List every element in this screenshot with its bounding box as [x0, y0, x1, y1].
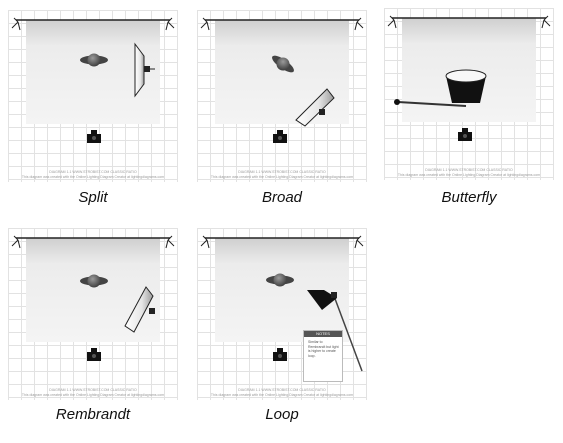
stand-right — [165, 17, 175, 31]
boom-arm — [394, 99, 467, 107]
stand-right — [354, 235, 364, 249]
softbox — [134, 42, 155, 98]
diagram-footer-line2: This diagram was created with the Online… — [21, 175, 165, 179]
caption-broad: Broad — [261, 189, 303, 206]
notes-card: NOTES Similar to Rembrandt but light is … — [303, 330, 343, 382]
caption-rembrandt: Rembrandt — [55, 406, 131, 423]
boom-softbox — [307, 290, 363, 372]
subject-head — [80, 53, 108, 67]
diagram-loop: NOTES Similar to Rembrandt but light is … — [197, 228, 367, 400]
diagram-butterfly: DIAGRAM 1.1 WWW.STROBIST.COM CLASSIC RAT… — [384, 8, 554, 180]
diagram-footer-line2: This diagram was created with the Online… — [397, 173, 541, 177]
softbox — [295, 88, 335, 127]
subject-head — [80, 274, 108, 288]
camera-icon — [458, 128, 472, 141]
stand-left — [200, 235, 210, 249]
caption-butterfly: Butterfly — [441, 189, 497, 206]
diagram-footer-line1: DIAGRAM 1.1 WWW.STROBIST.COM CLASSIC RAT… — [238, 170, 326, 174]
notes-card-title: NOTES — [304, 331, 342, 337]
stand-right — [541, 15, 551, 29]
softbox — [124, 286, 155, 333]
stand-left — [200, 17, 210, 31]
diagram-loop-drawing — [200, 235, 364, 372]
notes-card-body: Similar to Rembrandt but light is higher… — [308, 340, 339, 358]
diagram-footer-line1: DIAGRAM 1.1 WWW.STROBIST.COM CLASSIC RAT… — [49, 388, 137, 392]
diagram-footer-line1: DIAGRAM 1.1 WWW.STROBIST.COM CLASSIC RAT… — [49, 170, 137, 174]
subject-head — [272, 55, 294, 73]
camera-icon — [87, 348, 101, 361]
diagram-butterfly-drawing — [387, 15, 551, 141]
diagram-broad-drawing — [200, 17, 364, 143]
stand-left — [387, 15, 397, 29]
camera-icon — [273, 130, 287, 143]
stand-left — [11, 17, 21, 31]
stand-right — [165, 235, 175, 249]
diagram-footer-line2: This diagram was created with the Online… — [210, 175, 354, 179]
backdrop — [215, 238, 349, 342]
camera-icon — [273, 348, 287, 361]
subject-head — [266, 273, 294, 287]
stand-right — [354, 17, 364, 31]
diagram-split: DIAGRAM 1.1 WWW.STROBIST.COM CLASSIC RAT… — [8, 10, 178, 182]
beauty-dish — [445, 69, 487, 103]
diagram-footer-line2: This diagram was created with the Online… — [21, 393, 165, 397]
stand-left — [11, 235, 21, 249]
camera-icon — [87, 130, 101, 143]
diagram-rembrandt: DIAGRAM 1.1 WWW.STROBIST.COM CLASSIC RAT… — [8, 228, 178, 400]
caption-loop: Loop — [265, 406, 299, 423]
backdrop — [26, 238, 160, 342]
backdrop — [215, 20, 349, 124]
diagram-footer-line1: DIAGRAM 1.1 WWW.STROBIST.COM CLASSIC RAT… — [238, 388, 326, 392]
diagram-rembrandt-drawing — [11, 235, 175, 361]
diagram-footer-line2: This diagram was created with the Online… — [210, 393, 354, 397]
diagram-broad: DIAGRAM 1.1 WWW.STROBIST.COM CLASSIC RAT… — [197, 10, 367, 182]
caption-split: Split — [78, 189, 108, 206]
diagram-split-drawing — [11, 17, 175, 143]
diagram-footer-line1: DIAGRAM 1.1 WWW.STROBIST.COM CLASSIC RAT… — [425, 168, 513, 172]
